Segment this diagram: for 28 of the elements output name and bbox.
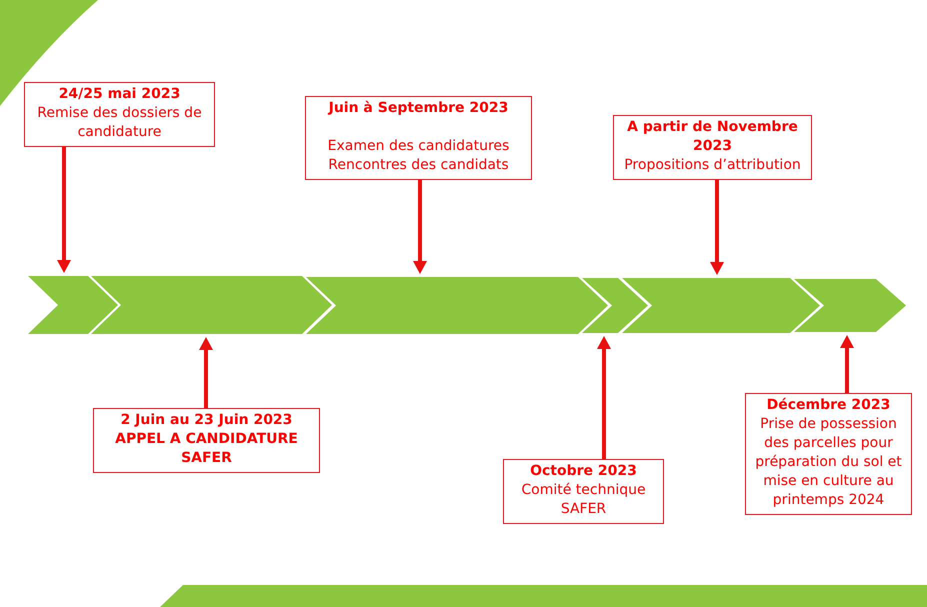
timeline-segment [582, 278, 648, 333]
milestone-box [24, 82, 215, 147]
timeline-segment [794, 279, 906, 332]
date-heading: A partir de Novembre 2023 [626, 118, 799, 156]
milestone-box [613, 115, 812, 180]
step-description: Remise des dossiers de candidature [36, 104, 203, 142]
arrow [199, 337, 213, 408]
arrow [840, 335, 854, 393]
date-heading: Juin à Septembre 2023 [326, 99, 510, 118]
date-heading: Octobre 2023 [529, 462, 638, 481]
step-description: APPEL A CANDIDATURE SAFER [114, 430, 299, 468]
date-heading: Décembre 2023 [766, 396, 892, 415]
arrow [413, 180, 427, 274]
date-heading: 24/25 mai 2023 [58, 85, 182, 104]
arrow [57, 147, 71, 273]
step-description: Propositions d’attribution [623, 156, 802, 175]
milestone-box [745, 393, 912, 515]
milestone-box [93, 408, 320, 473]
step-description: Examen des candidatures [326, 137, 510, 156]
milestone-box [503, 459, 664, 524]
milestone-box [305, 96, 532, 180]
step-description: Rencontres des candidats [327, 156, 510, 175]
arrow [597, 336, 611, 459]
arrow [710, 180, 724, 275]
step-description: Comité technique SAFER [520, 481, 647, 519]
date-heading: 2 Juin au 23 Juin 2023 [120, 411, 294, 430]
step-description: Prise de possession des parcelles pour préparation du sol et mise en culture au printemps 2024 [754, 415, 903, 510]
timeline-segment [28, 276, 118, 334]
